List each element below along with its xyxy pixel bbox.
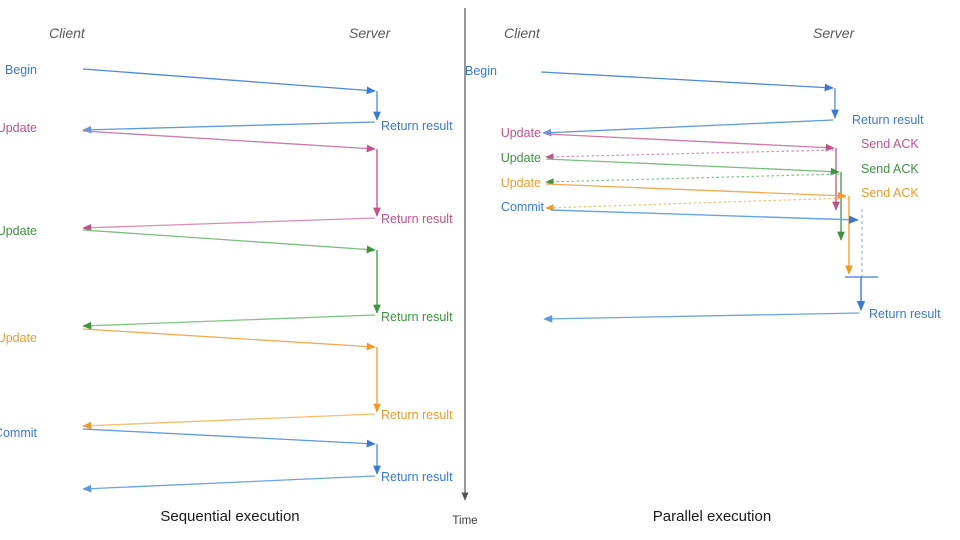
message-arrow-begin-parallel [540,71,834,92]
panel-caption-parallel: Parallel execution [653,508,771,525]
message-arrow-return-1 [82,121,376,134]
server-message-label-ack-1: Send ACK [861,137,919,151]
message-arrow-return-5 [82,475,376,493]
message-arrow-return-1-parallel [542,119,834,137]
message-arrow-update-1 [82,130,376,153]
server-message-label-return-1-parallel: Return result [852,113,924,127]
actor-label-server-parallel: Server [813,25,856,41]
message-arrow-return-4 [82,413,376,430]
server-message-label-return-1: Return result [381,119,453,133]
message-arrow-ack-pink [545,149,835,161]
client-message-label-update-3-parallel: Update [501,176,541,190]
server-message-label-return-5: Return result [381,470,453,484]
server-message-label-return-2: Return result [381,212,453,226]
actor-label-client-parallel: Client [504,25,541,41]
message-arrow-ack-orange [545,197,847,212]
message-arrow-commit [82,428,376,448]
message-arrow-update-3 [82,328,376,351]
panel-parallel: Client Server Begin Return result Update… [465,25,941,525]
client-message-label-update-1: Update [0,121,37,135]
message-arrow-ack-green [545,173,840,186]
message-arrow-begin [82,68,376,95]
client-message-label-update-1-parallel: Update [501,126,541,140]
client-message-label-begin-parallel: Begin [465,64,497,78]
message-arrow-return-final-parallel [543,312,860,323]
time-axis-label: Time [452,515,477,527]
client-message-label-commit-parallel: Commit [501,200,545,214]
client-message-label-update-3: Update [0,331,37,345]
server-message-label-ack-3: Send ACK [861,186,919,200]
actor-label-server: Server [349,25,392,41]
server-message-label-ack-2: Send ACK [861,162,919,176]
message-arrow-update-2-parallel [545,158,840,176]
client-message-label-update-2: Update [0,224,37,238]
message-arrow-update-2 [82,229,376,254]
message-arrow-update-1-parallel [545,133,835,152]
client-message-label-update-2-parallel: Update [501,151,541,165]
server-message-label-return-4: Return result [381,408,453,422]
message-arrow-commit-parallel [550,209,859,224]
message-arrow-return-2 [82,217,376,232]
client-message-label-commit: Commit [0,426,38,440]
actor-label-client: Client [49,25,86,41]
server-message-label-return-final: Return result [869,307,941,321]
message-arrow-return-3 [82,314,376,330]
panel-sequential: Client Server Begin Return result Update… [0,25,453,525]
client-message-label-begin: Begin [5,63,37,77]
server-message-label-return-3: Return result [381,310,453,324]
panel-caption-sequential: Sequential execution [160,508,299,525]
message-arrow-update-3-parallel [545,183,847,200]
